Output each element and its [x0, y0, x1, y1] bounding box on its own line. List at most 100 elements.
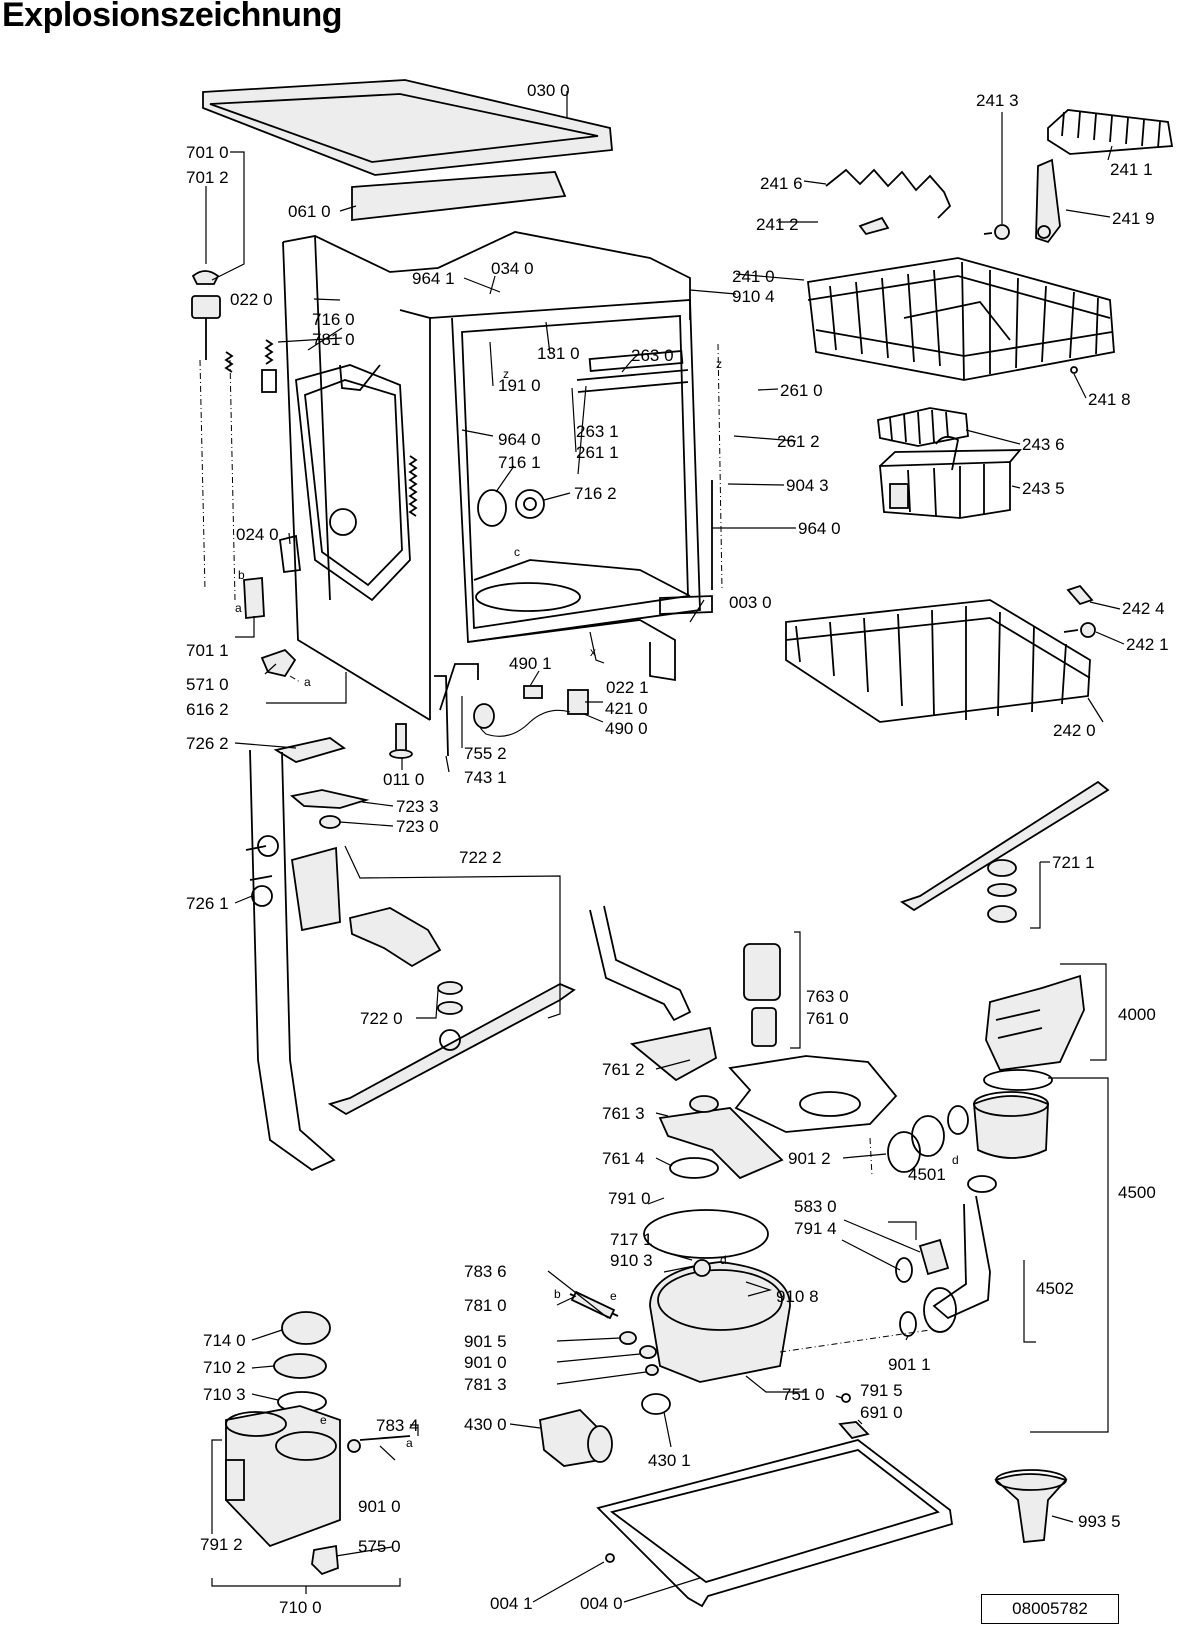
label-2418: 241 8 — [1088, 390, 1131, 409]
label-0340: 034 0 — [491, 259, 534, 278]
manifold-722-2 — [290, 846, 341, 932]
marker-d2: d — [720, 1253, 727, 1267]
wire-241-6 — [825, 168, 952, 219]
label-7262: 726 2 — [186, 734, 229, 753]
sensor-583 — [918, 1238, 950, 1276]
label-2611: 261 1 — [576, 443, 619, 462]
sensor-691 — [838, 1421, 870, 1440]
clamp-901-5 — [619, 1331, 637, 1345]
label-4901: 490 1 — [509, 654, 552, 673]
wiring-group — [434, 663, 589, 757]
label-2416: 241 6 — [760, 174, 803, 193]
label-4301: 430 1 — [648, 1451, 691, 1470]
label-0220: 022 0 — [230, 290, 273, 309]
base-frame-group — [596, 1439, 954, 1608]
label-5750: 575 0 — [358, 1537, 401, 1556]
label-7220: 722 0 — [360, 1009, 403, 1028]
label-9011: 901 1 — [888, 1355, 931, 1374]
label-4900: 490 0 — [605, 719, 648, 738]
marker-a3: a — [406, 1436, 413, 1450]
base-plate — [467, 619, 676, 682]
label-7261: 726 1 — [186, 894, 229, 913]
marker-e1: e — [610, 1289, 617, 1303]
label-7914: 791 4 — [794, 1219, 837, 1238]
coupler-4501b — [911, 1115, 945, 1157]
label-0110: 011 0 — [383, 770, 424, 789]
label-9010b: 901 0 — [358, 1497, 401, 1516]
page-title: Explosionszeichnung — [2, 0, 342, 34]
label-4210: 421 0 — [605, 699, 648, 718]
label-4300: 430 0 — [464, 1415, 507, 1434]
spray-arm-721-1 — [899, 780, 1110, 912]
rail-stop-242-4 — [1066, 584, 1094, 606]
inlet-valve-body — [191, 295, 221, 319]
label-1910: 191 0 — [498, 376, 541, 395]
door-hinge — [659, 595, 713, 615]
oring-791-0 — [643, 1209, 769, 1259]
water-inlet-group — [191, 270, 301, 683]
adjustable-foot — [389, 723, 413, 759]
connector-490-1 — [523, 685, 543, 699]
label-7102: 710 2 — [203, 1358, 246, 1377]
label-4501: 4501 — [908, 1165, 946, 1184]
dispenser-vent — [329, 508, 357, 536]
label-7915: 791 5 — [860, 1381, 903, 1400]
label-9043: 904 3 — [786, 476, 829, 495]
label-7012: 701 2 — [186, 168, 229, 187]
label-7510: 751 0 — [782, 1385, 825, 1404]
label-2410: 241 0 — [732, 267, 775, 286]
spring-781 — [264, 339, 274, 365]
bracket-701-1 — [243, 577, 265, 619]
bracket-024 — [279, 534, 301, 574]
coupler-4501c — [947, 1105, 969, 1135]
label-2421: 242 1 — [1126, 635, 1169, 654]
label-7813: 781 3 — [464, 1375, 507, 1394]
label-4000: 4000 — [1118, 1005, 1156, 1024]
wheel-241-3 — [994, 224, 1010, 240]
valve-575 — [311, 1544, 339, 1576]
marker-a2: a — [304, 675, 311, 689]
tine-rack-241-1 — [1047, 109, 1174, 155]
label-7103: 710 3 — [203, 1385, 246, 1404]
label-9108: 910 8 — [776, 1287, 819, 1306]
cutlery-grid — [877, 407, 969, 447]
label-2419: 241 9 — [1112, 209, 1155, 228]
hose-4502 — [932, 1195, 991, 1320]
label-7431: 743 1 — [464, 768, 507, 787]
label-7211: 721 1 — [1052, 853, 1095, 872]
label-0300: 030 0 — [527, 81, 570, 100]
part-labels: 030 0 061 0 701 0 701 2 022 0 716 0 781 … — [186, 81, 1169, 1617]
side-door-seal — [295, 364, 411, 602]
label-7910: 791 0 — [608, 1189, 651, 1208]
label-9012: 901 2 — [788, 1149, 831, 1168]
label-9640b: 964 0 — [798, 519, 841, 538]
rail-241-9 — [1035, 158, 1061, 244]
marker-x1: x — [590, 645, 596, 659]
bracket-755 — [439, 663, 479, 711]
oring-791-4 — [895, 1257, 913, 1283]
label-7230: 723 0 — [396, 817, 439, 836]
label-9104: 910 4 — [732, 287, 775, 306]
cabinet-assembly — [202, 79, 723, 721]
oring-791-5 — [841, 1393, 851, 1403]
label-7912: 791 2 — [200, 1535, 243, 1554]
vent-seal — [477, 489, 507, 527]
seal-761-4 — [669, 1157, 719, 1179]
sump-group — [539, 905, 1109, 1467]
clamp-901-0 — [639, 1345, 657, 1359]
label-2420: 242 0 — [1053, 721, 1096, 740]
label-9103: 910 3 — [610, 1251, 653, 1270]
clip-781 — [261, 369, 277, 393]
label-2630: 263 0 — [631, 346, 674, 365]
label-7810b: 781 0 — [464, 1296, 507, 1315]
label-2610: 261 0 — [780, 381, 823, 400]
sump-751 — [649, 1261, 791, 1383]
heater-781b — [570, 1290, 616, 1320]
label-7161: 716 1 — [498, 453, 541, 472]
label-7160: 716 0 — [312, 310, 355, 329]
label-7610: 761 0 — [806, 1009, 849, 1028]
label-7834: 783 4 — [376, 1416, 419, 1435]
softener-group — [211, 1311, 411, 1594]
label-1310: 131 0 — [537, 344, 580, 363]
